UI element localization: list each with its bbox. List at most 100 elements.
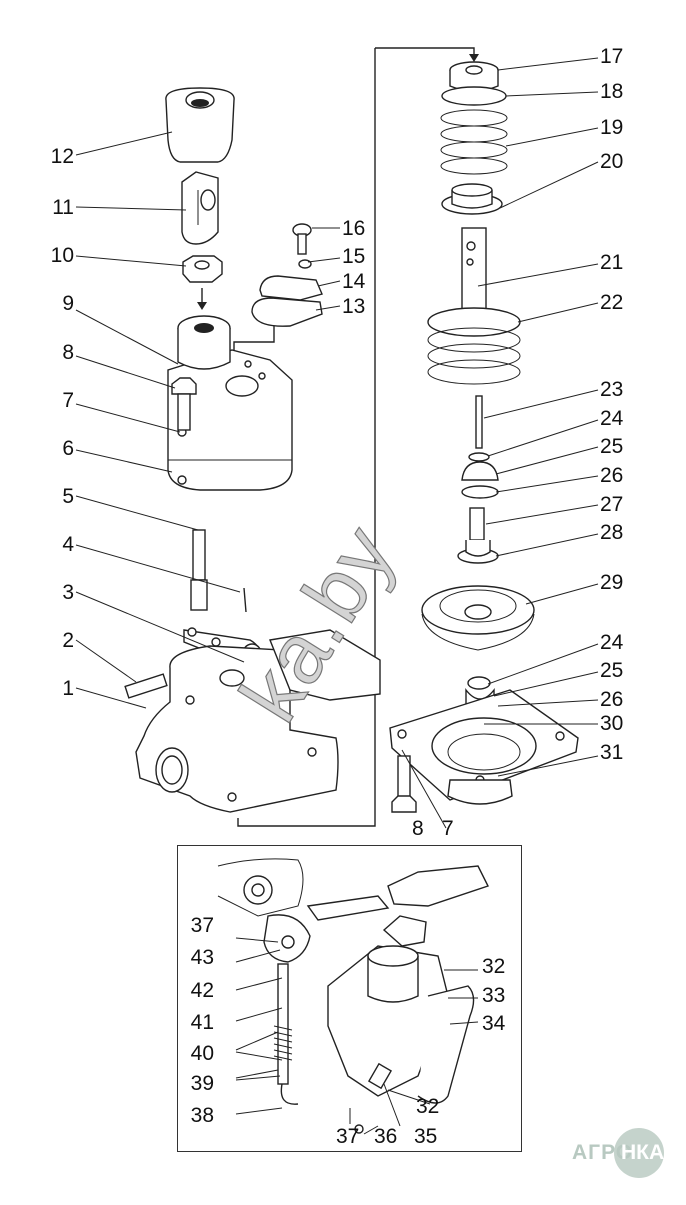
callout-3: 3: [62, 581, 74, 604]
callout-5: 5: [62, 485, 74, 508]
part-2-pin: [124, 673, 168, 699]
leader-lines: [75, 57, 599, 829]
callout-7: 7: [62, 389, 74, 412]
part-26-ring: [461, 485, 499, 499]
inset-installation-view: [177, 845, 522, 1152]
callout-23: 23: [600, 378, 624, 401]
inset-rod: [306, 895, 390, 921]
callout-17: 17: [600, 45, 624, 68]
inset-link-rod: [277, 963, 289, 1085]
inset-boot: [387, 865, 489, 907]
callout-6: 6: [62, 437, 74, 460]
part-11-clevis: [181, 171, 219, 245]
callout-13: 13: [342, 295, 366, 318]
part-8-bolt: [171, 377, 197, 431]
inset-elbow-fitting: [382, 915, 427, 947]
inset-callout-41: 41: [190, 1011, 214, 1034]
part-27-stem: [469, 507, 485, 541]
inset-callout-37: 37: [190, 914, 214, 937]
inset-drawing: [217, 858, 489, 1135]
callout-12: 12: [50, 145, 74, 168]
part-13-gasket: [251, 297, 323, 327]
part-24-washer: [468, 452, 490, 462]
part-8-bolt-lower: [391, 755, 417, 813]
callout-2: 2: [62, 629, 74, 652]
part-19-spring: [440, 109, 508, 175]
inset-callout-32: 32: [482, 955, 506, 978]
callout-9: 9: [62, 292, 74, 315]
part-18-seat: [441, 86, 507, 106]
inset-callout-43: 43: [190, 946, 214, 969]
callout-21: 21: [600, 251, 624, 274]
callout-1: 1: [62, 677, 74, 700]
logo-text-right: НКА: [621, 1141, 665, 1164]
callout-22: 22: [600, 291, 624, 314]
inset-nut-36: [354, 1124, 364, 1134]
callout-27: 27: [600, 493, 624, 516]
callout-24b: 24: [600, 631, 624, 654]
callout-20: 20: [600, 150, 624, 173]
callout-16: 16: [342, 217, 366, 240]
inset-callout-39: 39: [190, 1072, 214, 1095]
inset-callout-35: 35: [414, 1125, 438, 1148]
inset-callout-33: 33: [482, 984, 506, 1007]
inset-valve-top: [367, 956, 419, 1003]
part-12-cap: [165, 87, 235, 163]
callout-15: 15: [342, 245, 366, 268]
part-1-valve-body: [135, 629, 381, 813]
callout-25b: 25: [600, 659, 624, 682]
part-21-plunger: [461, 227, 487, 319]
callout-31: 31: [600, 741, 624, 764]
part-28-seal: [457, 540, 499, 564]
arrow-down-icon: [469, 54, 479, 62]
inset-mount-bracket: [417, 985, 475, 1104]
part-20-seat: [441, 183, 503, 215]
part-14-plate: [259, 275, 323, 301]
inset-callout-34: 34: [482, 1012, 506, 1035]
part-15-washer: [298, 259, 312, 269]
callout-18: 18: [600, 80, 624, 103]
part-25-valve: [461, 461, 499, 481]
logo-circle: [614, 1128, 664, 1178]
part-9-housing: [167, 315, 293, 491]
callout-8: 8: [62, 341, 74, 364]
part-5-stud: [190, 529, 208, 611]
callout-14: 14: [342, 270, 366, 293]
callout-29: 29: [600, 571, 624, 594]
callout-4: 4: [62, 533, 74, 556]
part-31-cover: [389, 689, 579, 805]
callout-25: 25: [600, 435, 624, 458]
callout-11: 11: [52, 196, 74, 219]
callout-24: 24: [600, 407, 624, 430]
callout-30: 30: [600, 712, 624, 735]
callout-28: 28: [600, 521, 624, 544]
part-23-pin: [475, 395, 483, 449]
inset-bolt-35: [367, 1062, 393, 1090]
inset-callout-37b: 37: [336, 1125, 360, 1148]
part-29-diaphragm: [421, 585, 535, 651]
callout-19: 19: [600, 116, 624, 139]
part-16-screw: [292, 223, 312, 255]
callout-10: 10: [50, 244, 74, 267]
inset-bracket: [217, 858, 304, 917]
part-4-cotter-pin: [243, 587, 247, 613]
inset-callout-36: 36: [374, 1125, 398, 1148]
part-22-spring: [427, 307, 521, 385]
inset-callout-42: 42: [190, 979, 214, 1002]
connector-line-vertical: [237, 48, 376, 827]
inset-callout-32b: 32: [416, 1095, 440, 1118]
logo-text-left: АГРО: [572, 1141, 634, 1164]
inset-hook-38: [280, 1083, 299, 1105]
callout-8-lower: 8: [412, 817, 424, 840]
connector-line-top: [375, 47, 475, 56]
part-17-cap: [449, 61, 499, 92]
brand-logo: АГРО НКА: [568, 1124, 678, 1184]
callout-26b: 26: [600, 688, 624, 711]
callout-7-lower: 7: [442, 817, 454, 840]
part-10-nut: [182, 255, 223, 283]
arrow-down-icon: [197, 302, 207, 310]
inset-callout-40: 40: [190, 1042, 214, 1065]
callout-26: 26: [600, 464, 624, 487]
